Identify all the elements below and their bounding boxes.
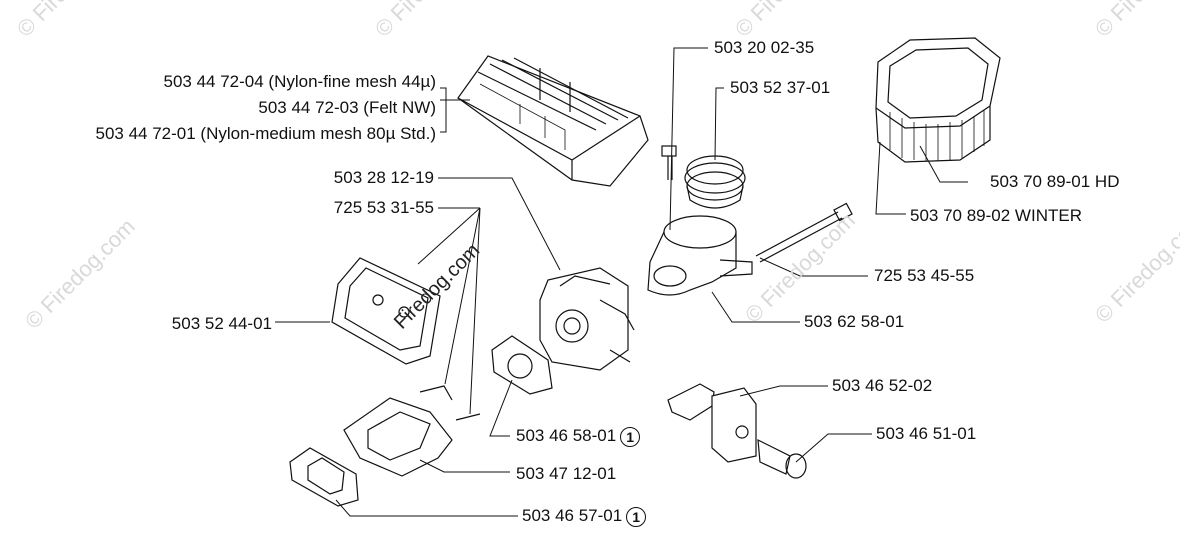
bracket-illustration <box>343 385 481 477</box>
intake-boot-illustration <box>684 155 746 209</box>
long-bolt-illustration <box>755 202 853 263</box>
label-long-bolt: 725 53 45-55 <box>874 266 975 285</box>
label-bolt: 503 20 02-35 <box>714 38 815 57</box>
label-filter-medium: 503 44 72-01 (Nylon-medium mesh 80µ Std.… <box>95 124 436 143</box>
label-carb: 503 28 12-19 <box>333 168 434 187</box>
label-filter-fine: 503 44 72-04 (Nylon-fine mesh 44µ) <box>163 72 437 91</box>
leader-lines <box>275 47 968 517</box>
label-plate: 503 52 44-01 <box>171 314 272 333</box>
label-gasket-low-text: 503 46 57-01 <box>522 506 623 525</box>
label-filter-felt: 503 44 72-03 (Felt NW) <box>258 98 436 117</box>
label-block: 503 46 52-02 <box>832 376 933 395</box>
carburetor-illustration <box>539 267 635 371</box>
hd-filter-illustration <box>875 37 1001 163</box>
intake-manifold-illustration <box>647 215 753 296</box>
reference-badge: 1 <box>620 426 641 447</box>
label-hd-filter: 503 70 89-01 HD <box>990 172 1120 191</box>
air-filter-illustration <box>457 55 649 187</box>
label-intake: 503 62 58-01 <box>804 312 905 331</box>
label-screw-a: 725 53 31-55 <box>333 198 434 217</box>
lower-gasket-illustration <box>289 447 359 507</box>
screw-illustration <box>757 438 807 479</box>
small-bolt-illustration <box>661 145 677 180</box>
label-gasket-carb-text: 503 46 58-01 <box>516 426 617 445</box>
label-boot: 503 52 37-01 <box>730 78 831 97</box>
mounting-block-illustration <box>667 383 757 463</box>
label-bracket: 503 47 12-01 <box>516 464 617 483</box>
label-winter-filter: 503 70 89-02 WINTER <box>910 206 1082 225</box>
plate-illustration <box>331 257 441 365</box>
label-screw-b: 503 46 51-01 <box>876 424 977 443</box>
carb-gasket-illustration <box>491 335 553 395</box>
reference-badge: 1 <box>626 506 647 527</box>
